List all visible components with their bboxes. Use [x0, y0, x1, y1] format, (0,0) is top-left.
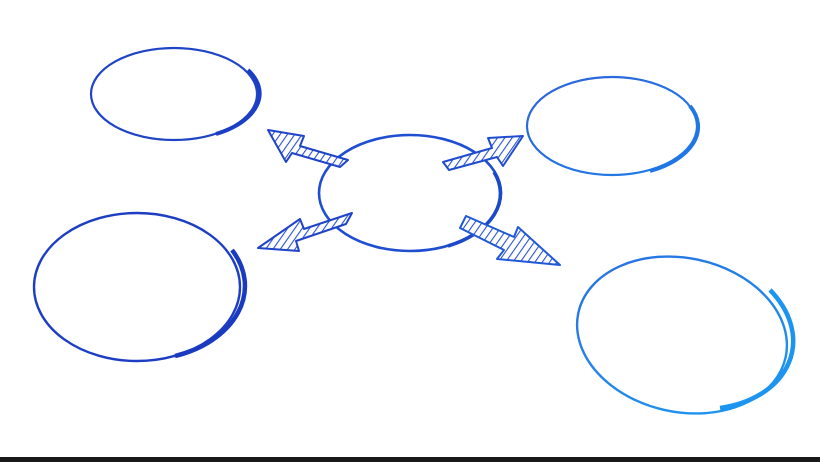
node-top-left — [89, 46, 262, 142]
node-bottom-right — [575, 255, 796, 415]
bottom-border — [0, 457, 820, 462]
node-bottom-left — [32, 211, 248, 363]
hub-node — [317, 133, 503, 253]
node-top-right — [525, 75, 701, 177]
arrow-top-left — [267, 129, 349, 168]
arrow-bottom-right — [459, 215, 561, 266]
arrow-bottom-left — [257, 212, 353, 252]
arrow-top-right — [442, 135, 524, 171]
